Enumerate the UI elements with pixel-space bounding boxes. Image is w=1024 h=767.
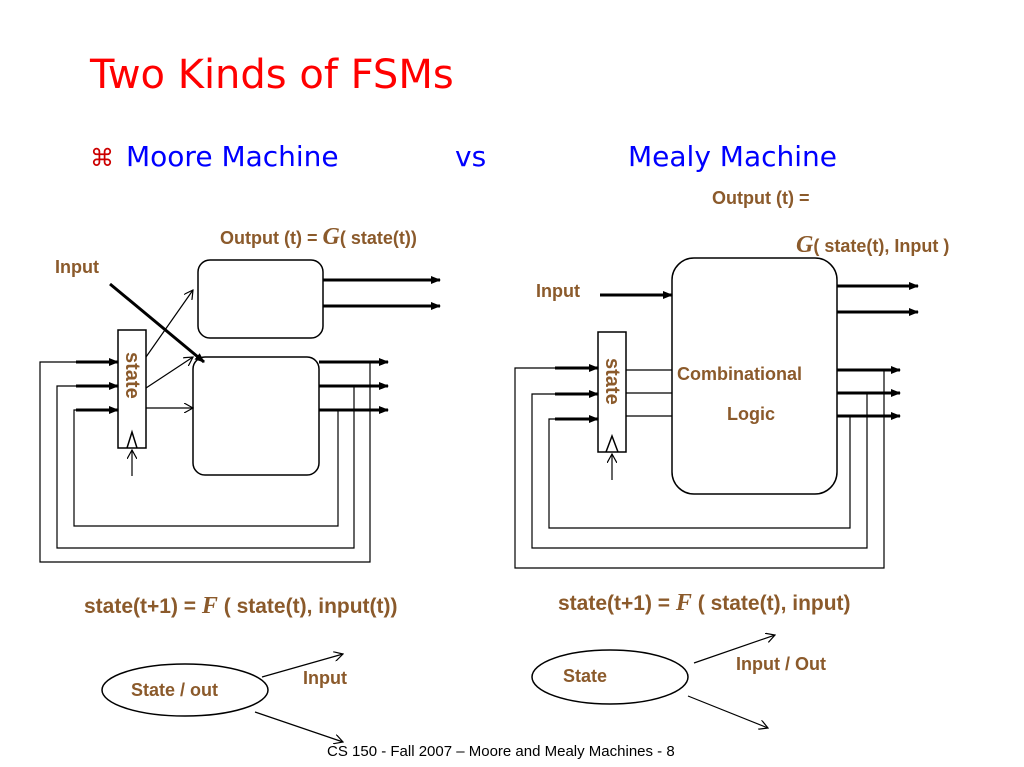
mealy-output-label: Output (t) = bbox=[712, 188, 810, 208]
bullet-icon: ⌘ bbox=[90, 144, 114, 172]
vs-heading: vs bbox=[455, 140, 487, 173]
moore-state-bubble bbox=[101, 663, 269, 717]
moore-state-label: state bbox=[121, 352, 143, 399]
mealy-state-label: state bbox=[601, 358, 623, 405]
page-title: Two Kinds of FSMs bbox=[90, 52, 454, 98]
footer-text: CS 150 - Fall 2007 – Moore and Mealy Mac… bbox=[327, 743, 675, 760]
mealy-comb-label-1: Combinational bbox=[677, 364, 802, 384]
moore-nextstate-box bbox=[192, 356, 320, 476]
mealy-heading: Mealy Machine bbox=[628, 140, 838, 173]
mealy-comb-label-2: Logic bbox=[727, 404, 775, 424]
moore-output-equation: Output (t) = G( state(t)) bbox=[220, 224, 417, 250]
moore-input-label: Input bbox=[55, 257, 99, 277]
mealy-input-label: Input bbox=[536, 281, 580, 301]
mealy-bubble-label: State bbox=[563, 666, 608, 686]
mealy-output-equation: G( state(t), Input ) bbox=[796, 232, 950, 258]
mealy-state-register bbox=[597, 331, 627, 453]
mealy-next-state-equation: state(t+1) = F ( state(t), input) bbox=[558, 590, 851, 616]
mealy-arc-label: Input / Out bbox=[736, 654, 826, 674]
moore-next-state-equation: state(t+1) = F ( state(t), input(t)) bbox=[84, 593, 398, 619]
mealy-logic-box bbox=[671, 257, 838, 495]
moore-output-box bbox=[197, 259, 324, 339]
moore-arc-label: Input bbox=[303, 668, 347, 688]
moore-bubble-label: State / out bbox=[131, 680, 219, 700]
mealy-state-bubble bbox=[531, 649, 689, 705]
moore-heading: Moore Machine bbox=[126, 140, 339, 173]
